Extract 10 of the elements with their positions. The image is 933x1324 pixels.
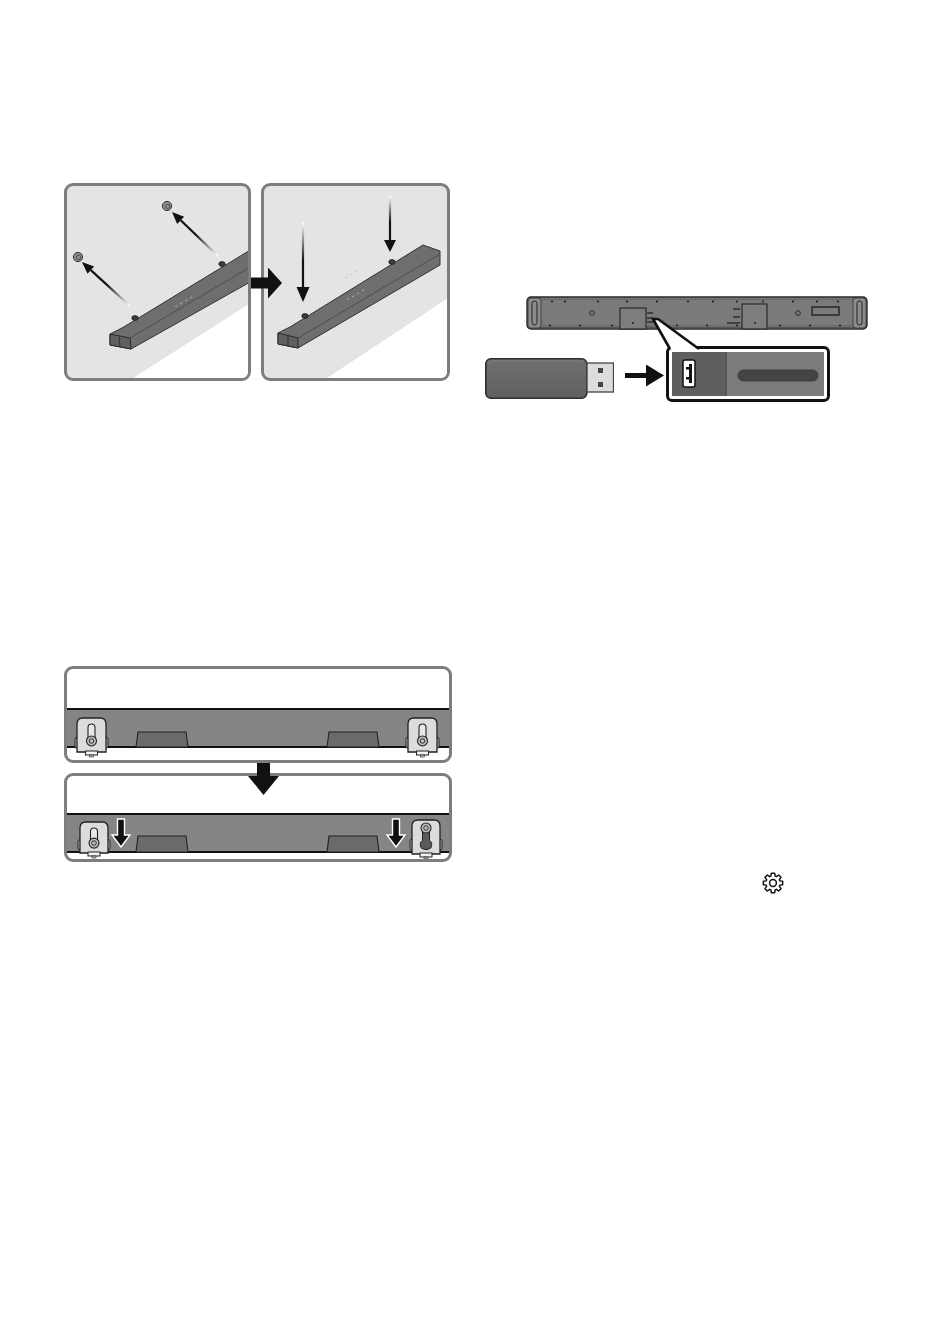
arrow [248,763,279,795]
soundbar-drawing [525,295,869,331]
arrow [625,364,664,387]
usb-drive-drawing [485,358,614,399]
illustration-panel [64,773,452,862]
illustration-panel [64,666,452,763]
callout-lines [651,317,701,351]
illustration-panel [261,183,450,381]
illustration-panel [64,183,251,381]
arrow [251,267,282,299]
